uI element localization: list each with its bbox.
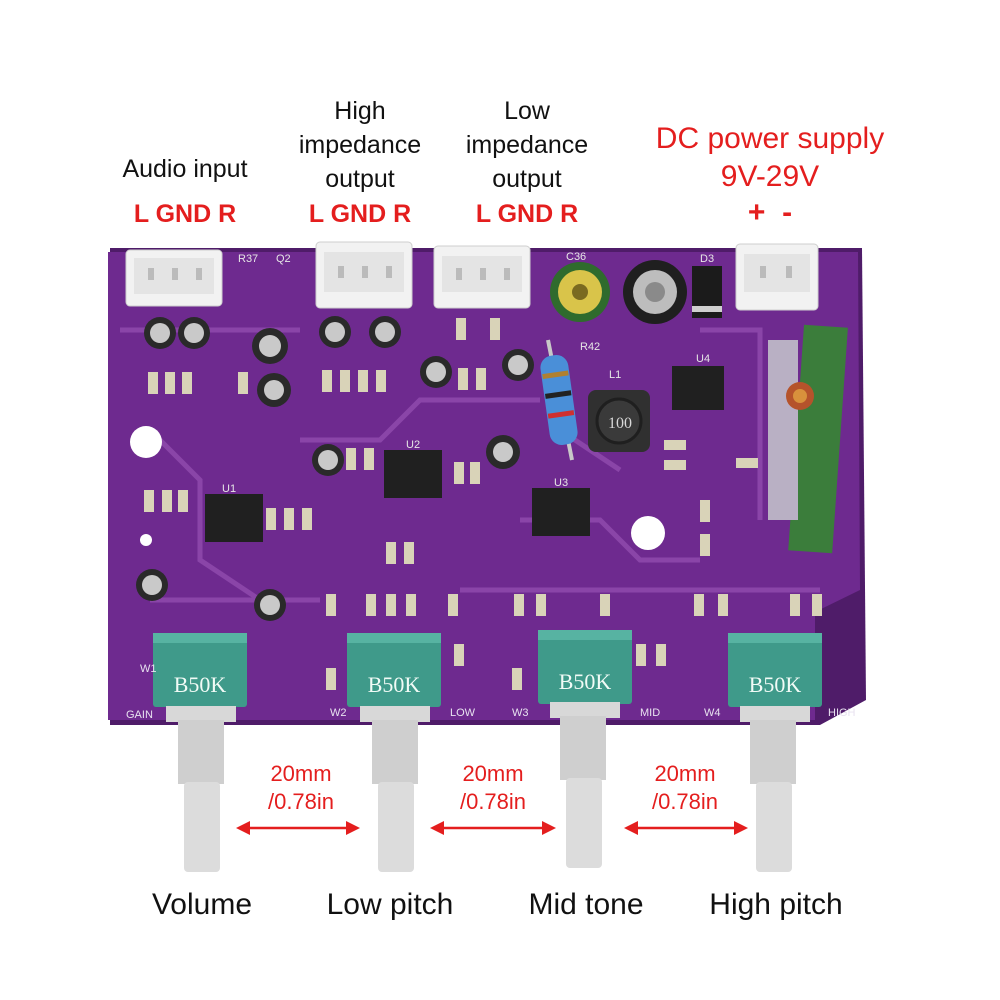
- pot-low-pitch-thread: [372, 720, 418, 784]
- dc-power-label: DC power supply 9V-29V: [620, 120, 920, 196]
- potentiometers: B50K B50K B50K B50K: [153, 630, 822, 872]
- spacing-label-2-line1: 20mm: [462, 761, 524, 786]
- pot-high-pitch[interactable]: B50K: [728, 633, 822, 872]
- low-impedance-label: Low impedance output: [442, 94, 612, 196]
- arrowhead-left: [624, 821, 638, 835]
- knob-label-mid-tone: Mid tone: [528, 888, 644, 921]
- dc-power-pins: + -: [747, 196, 793, 229]
- spacing-label-1: 20mm /0.78in: [236, 760, 366, 816]
- spacing-label-1-line2: /0.78in: [267, 789, 335, 814]
- silk-w4: W4: [704, 707, 721, 719]
- pot-high-pitch-shaft: [756, 782, 792, 872]
- spacing-label-2-line2: /0.78in: [459, 789, 527, 814]
- pot-volume-thread: [178, 720, 224, 784]
- high-impedance-pins: L GND R: [308, 200, 412, 228]
- high-impedance-line2: impedance: [298, 131, 422, 159]
- arrowhead-right: [542, 821, 556, 835]
- spacing-arrows: [236, 821, 748, 835]
- connector-dc-power: [735, 243, 819, 311]
- high-impedance-line3: output: [325, 165, 395, 193]
- low-impedance-pins: L GND R: [475, 200, 579, 228]
- silk-w3: W3: [512, 707, 529, 719]
- spacing-label-2: 20mm /0.78in: [428, 760, 558, 816]
- low-impedance-line1: Low: [504, 97, 550, 125]
- pot-volume-bushing-base: [166, 706, 236, 722]
- smd-components: [144, 318, 822, 690]
- transistor-q2-label: Q2: [276, 253, 291, 265]
- cap-c36-label: C36: [566, 251, 586, 263]
- mount-hole: [140, 534, 152, 546]
- knob-label-volume: Volume: [151, 888, 253, 921]
- dc-dc-module: [768, 324, 848, 554]
- inductor-l1: [588, 390, 650, 452]
- pot-low-pitch-label: B50K: [368, 672, 421, 697]
- pot-low-pitch[interactable]: B50K: [347, 633, 441, 872]
- resistor-r37-label: R37: [238, 253, 258, 265]
- ic-chips: [205, 366, 724, 542]
- ic-u2-label: U2: [406, 439, 420, 451]
- small-capacitors: [136, 316, 534, 621]
- pot-mid-tone-shaft: [566, 778, 602, 868]
- arrowhead-left: [236, 821, 250, 835]
- pot-high-pitch-bushing-base: [740, 706, 810, 722]
- pot-volume-label: B50K: [174, 672, 227, 697]
- pot-mid-tone-bushing-base: [550, 702, 620, 718]
- high-impedance-label: High impedance output: [275, 94, 445, 196]
- connector-audio-input: [125, 249, 223, 307]
- spacing-label-3: 20mm /0.78in: [620, 760, 750, 816]
- pot-low-pitch-shaft: [378, 782, 414, 872]
- pot-mid-tone-thread: [560, 716, 606, 780]
- arrowhead-right: [734, 821, 748, 835]
- diode-d3-label: D3: [700, 253, 714, 265]
- arrowhead-left: [430, 821, 444, 835]
- silk-gain: GAIN: [126, 709, 153, 721]
- arrowhead-right: [346, 821, 360, 835]
- ic-u1-label: U1: [222, 483, 236, 495]
- capacitor-c36: [550, 262, 610, 322]
- audio-input-title: Audio input: [122, 155, 248, 183]
- silk-w1: W1: [140, 663, 157, 675]
- low-impedance-line3: output: [492, 165, 562, 193]
- silk-mid: MID: [640, 707, 660, 719]
- knob-label-high-pitch: High pitch: [709, 888, 843, 921]
- knob-label-low-pitch: Low pitch: [326, 888, 454, 921]
- ic-u4-label: U4: [696, 353, 710, 365]
- pot-mid-tone[interactable]: B50K: [538, 630, 632, 868]
- ic-labels: U1 U2 U3 U4 L1 D3 C36 Q2 R37 R42: [222, 251, 714, 495]
- audio-input-pins: L GND R: [133, 200, 237, 228]
- silk-high: HIGH: [828, 707, 856, 719]
- pot-high-pitch-label: B50K: [749, 672, 802, 697]
- pot-high-pitch-thread: [750, 720, 796, 784]
- pot-silkscreen: W1 GAIN W2 LOW W3 MID W4 HIGH: [126, 663, 856, 721]
- spacing-label-3-line2: /0.78in: [651, 789, 719, 814]
- mount-hole: [631, 516, 665, 550]
- pot-volume-shaft: [184, 782, 220, 872]
- connector-high-impedance: [315, 241, 413, 309]
- pot-mid-tone-label: B50K: [559, 669, 612, 694]
- inductor-l1-label: L1: [609, 369, 621, 381]
- pot-volume[interactable]: B50K: [153, 633, 247, 872]
- resistor-r42-label: R42: [580, 341, 600, 353]
- high-impedance-line1: High: [334, 97, 386, 125]
- silk-w2: W2: [330, 707, 347, 719]
- silk-low: LOW: [450, 707, 476, 719]
- capacitor-c37: [623, 260, 687, 324]
- spacing-label-3-line1: 20mm: [654, 761, 716, 786]
- diode-band: [692, 306, 722, 312]
- inductor-value: 100: [608, 415, 632, 432]
- mount-hole: [130, 426, 162, 458]
- ic-u3-label: U3: [554, 477, 568, 489]
- connector-low-impedance: [433, 245, 531, 309]
- dc-power-line1: DC power supply: [655, 122, 885, 155]
- audio-input-label: Audio input: [100, 152, 270, 186]
- pot-low-pitch-bushing-base: [360, 706, 430, 722]
- resistor-r42: [540, 339, 578, 461]
- dc-power-line2: 9V-29V: [720, 160, 820, 193]
- spacing-label-1-line1: 20mm: [270, 761, 332, 786]
- low-impedance-line2: impedance: [465, 131, 589, 159]
